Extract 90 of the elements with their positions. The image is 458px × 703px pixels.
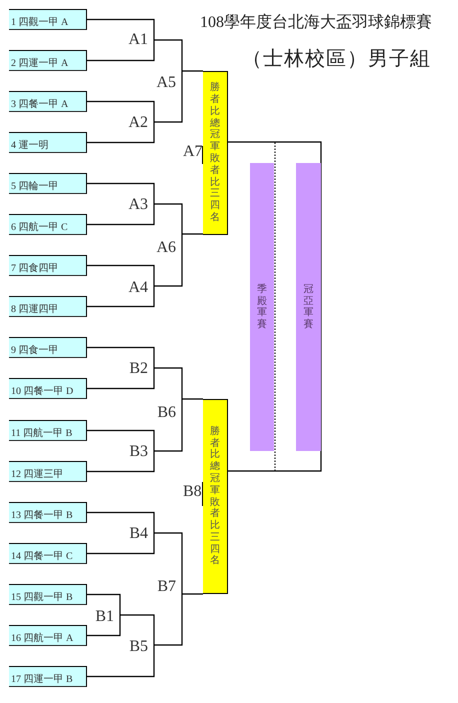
match-label: A4 — [128, 280, 148, 296]
team-name: 4 運一明 — [11, 140, 48, 151]
team-name: 9 四食一甲 — [11, 345, 58, 356]
bracket-line — [182, 70, 203, 72]
bracket-line — [87, 122, 155, 144]
team-name: 12 四運三甲 — [11, 469, 64, 480]
match-label: A6 — [156, 240, 176, 256]
bracket-line — [182, 233, 203, 235]
bracket-line — [87, 100, 155, 122]
team-name: 14 四餐一甲 C — [11, 551, 73, 562]
bracket-line — [87, 346, 155, 368]
match-label: A7 — [183, 144, 203, 160]
match-label: B4 — [129, 526, 148, 542]
bracket-line — [87, 264, 155, 286]
match-label: B8 — [183, 484, 202, 500]
bracket-line — [154, 71, 183, 123]
team-box — [9, 296, 87, 317]
bracket-line — [228, 141, 322, 472]
bracket-line — [120, 614, 155, 645]
match-label: A2 — [128, 115, 148, 131]
team-box — [9, 502, 87, 523]
bracket-line — [87, 368, 155, 390]
bracket-line — [87, 512, 155, 533]
team-box — [9, 214, 87, 235]
bracket-line — [87, 204, 155, 226]
bracket-line — [154, 39, 183, 71]
match-bar — [296, 163, 321, 451]
match-label: A1 — [128, 32, 148, 48]
bracket-line — [154, 367, 183, 399]
bracket-line — [182, 398, 203, 400]
bracket-line — [87, 645, 155, 678]
bracket-line — [87, 451, 155, 472]
note-text: 勝者比總冠軍敗者比三四名 — [210, 82, 220, 224]
team-name: 13 四餐一甲 B — [11, 510, 73, 521]
team-box — [9, 543, 87, 564]
bracket-line — [87, 18, 155, 40]
team-name: 17 四運一甲 B — [11, 674, 73, 685]
team-name: 1 四觀一甲 A — [11, 17, 68, 28]
match-label: B1 — [95, 609, 114, 625]
team-name: 7 四食四甲 — [11, 263, 58, 274]
bracket-line — [87, 286, 155, 308]
note-bar — [203, 71, 228, 235]
bracket-line — [154, 594, 183, 646]
team-name: 15 四觀一甲 B — [11, 592, 73, 603]
team-name: 5 四輪一甲 — [11, 181, 58, 192]
bracket-line — [87, 182, 155, 204]
match-label: B6 — [157, 405, 176, 421]
match-label: A5 — [156, 75, 176, 91]
team-name: 2 四運一甲 A — [11, 58, 68, 69]
team-box — [9, 666, 87, 687]
team-box — [9, 461, 87, 482]
bracket-line — [154, 234, 183, 287]
team-name: 6 四航一甲 C — [11, 222, 68, 233]
team-box — [9, 584, 87, 605]
team-box — [9, 378, 87, 399]
note-bar — [203, 399, 228, 594]
match-bar — [250, 163, 274, 451]
team-name: 8 四運四甲 — [11, 304, 58, 315]
bar-text: 季殿軍賽 — [257, 284, 267, 330]
bracket-line — [182, 593, 203, 595]
subtitle: （士林校區）男子組 — [242, 47, 431, 72]
match-label: B3 — [129, 444, 148, 460]
team-name: 3 四餐一甲 A — [11, 99, 68, 110]
team-box — [9, 132, 87, 153]
match-label: A3 — [128, 197, 148, 213]
match-label: B5 — [129, 639, 148, 655]
team-box — [9, 173, 87, 194]
team-box — [9, 337, 87, 358]
bracket-line — [87, 615, 121, 636]
match-label: B7 — [157, 579, 176, 595]
bracket-line — [87, 594, 121, 615]
bracket-line — [154, 532, 183, 594]
team-box — [9, 420, 87, 441]
note-text: 勝者比總冠軍敗者比三四名 — [210, 426, 220, 568]
bracket-line — [87, 533, 155, 554]
bracket-line — [87, 430, 155, 451]
team-box — [9, 9, 87, 30]
team-name: 16 四航一甲 A — [11, 633, 74, 644]
title: 108學年度台北海大盃羽球錦標賽 — [200, 12, 432, 33]
bracket-line — [154, 203, 183, 234]
team-box — [9, 50, 87, 71]
team-name: 11 四航一甲 B — [11, 428, 72, 439]
bracket-line — [87, 40, 155, 62]
bracket-line — [154, 399, 183, 452]
match-label: B2 — [129, 361, 148, 377]
team-box — [9, 255, 87, 276]
team-box — [9, 625, 87, 646]
team-name: 10 四餐一甲 D — [11, 386, 74, 397]
bar-text: 冠亞軍賽 — [304, 284, 314, 330]
team-box — [9, 91, 87, 112]
